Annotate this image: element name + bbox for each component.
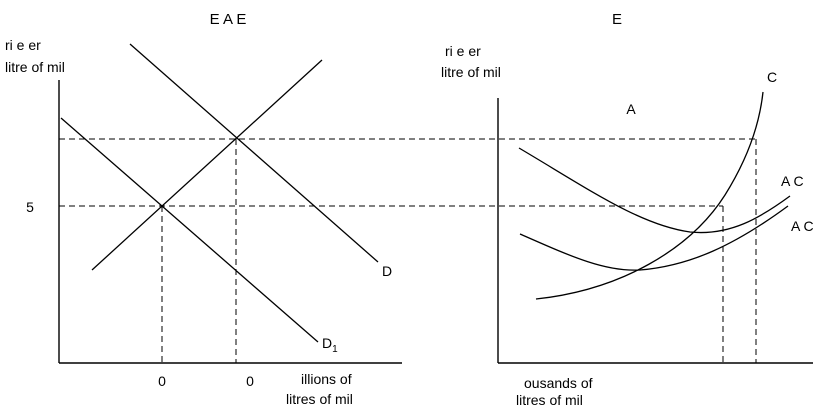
marginal-cost-curve	[535, 91, 764, 300]
supply-curve	[91, 59, 323, 271]
firm-y-axis-label-line1: ri e er	[445, 43, 481, 59]
average-total-cost-label: A C	[781, 173, 804, 189]
market-quantity-tick-2: 0	[246, 373, 254, 389]
firm-panel: E ri e er litre of mil A C A C A C ousan…	[441, 11, 814, 408]
marginal-cost-label: C	[767, 69, 777, 85]
firm-title: E	[612, 11, 622, 28]
market-y-axis-label-line2: litre of mil	[5, 59, 65, 75]
average-total-cost-curve	[518, 147, 791, 234]
demand-curve-d1-label: D1	[322, 335, 338, 355]
market-x-axis-label-line2: litres of mil	[286, 391, 353, 407]
market-title: E A E	[210, 11, 247, 28]
demand-curve-d-label: D	[382, 263, 392, 279]
firm-x-axis-label-line1: ousands of	[524, 375, 593, 391]
demand-curve-d	[129, 43, 379, 263]
demand-curve-d1-subscript: 1	[332, 344, 338, 355]
market-panel: E A E ri e er litre of mil 5 0 0 illions…	[5, 11, 402, 407]
firm-region-label: A	[626, 101, 636, 117]
average-variable-cost-label: A C	[791, 218, 814, 234]
demand-curve-d1	[60, 117, 319, 343]
market-y-axis-label-line1: ri e er	[5, 37, 41, 53]
average-variable-cost-curve	[519, 205, 789, 271]
market-price-tick: 5	[26, 199, 34, 215]
firm-y-axis-label-line2: litre of mil	[441, 64, 501, 80]
market-quantity-tick-1: 0	[158, 373, 166, 389]
market-x-axis-label-line1: illions of	[301, 371, 352, 387]
firm-x-axis-label-line2: litres of mil	[516, 392, 583, 408]
demand-curve-d1-letter: D	[322, 335, 332, 351]
